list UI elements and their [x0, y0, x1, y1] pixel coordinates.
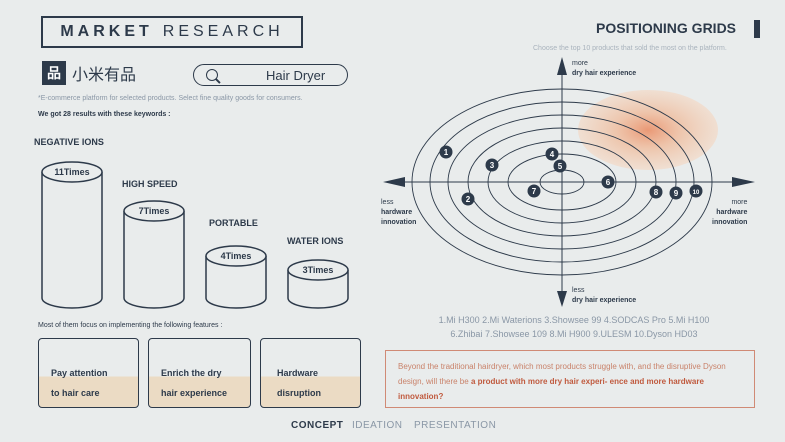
feature-card-hair-care: Pay attention to hair care	[38, 338, 139, 408]
cylinder-portable	[205, 245, 267, 309]
count-high-speed: 7Times	[138, 206, 170, 216]
product-point-2: 2	[461, 192, 475, 206]
svg-text:8: 8	[654, 188, 659, 197]
svg-text:4: 4	[550, 150, 555, 159]
y-axis-bottom-label: less dry hair experience	[572, 286, 636, 306]
product-point-10: 10	[689, 184, 703, 198]
market-research-title: MARKET RESEARCH	[41, 16, 303, 48]
keyword-cylinder-chart	[41, 161, 349, 309]
cylinder-water-ions	[287, 259, 349, 309]
x-left-line1: less	[381, 199, 394, 206]
highlight-zone	[578, 90, 718, 170]
search-icon[interactable]	[206, 69, 218, 81]
x-left-line3: innovation	[381, 219, 417, 226]
y-axis-top-label: more dry hair experience	[572, 59, 636, 79]
positioning-title: POSITIONING GRIDS	[596, 20, 737, 36]
legend-line-2: 6.Zhibai 7.Showsee 109 8.Mi H900 9.ULESM…	[450, 329, 698, 339]
x-right-line1: more	[731, 199, 748, 206]
product-legend: 1.Mi H300 2.Mi Waterions 3.Showsee 99 4.…	[424, 313, 724, 341]
grid-axes	[385, 67, 742, 303]
keyword-high-speed: HIGH SPEED	[122, 179, 178, 189]
product-point-5: 5	[553, 159, 567, 173]
x-axis-left-label: less hardware innovation	[381, 198, 416, 228]
product-point-6: 6	[601, 175, 615, 189]
y-bottom-line2: dry hair experience	[572, 297, 637, 304]
keyword-water-ions: WATER IONS	[287, 236, 344, 246]
y-top-line2: dry hair experience	[572, 70, 637, 77]
product-point-8: 8	[649, 185, 663, 199]
svg-text:1: 1	[444, 148, 449, 157]
brand-name: 小米有品	[72, 67, 137, 84]
feature-1-line1: Pay attention	[51, 368, 108, 378]
cylinder-high-speed	[123, 200, 185, 309]
legend-line-1: 1.Mi H300 2.Mi Waterions 3.Showsee 99 4.…	[438, 315, 710, 325]
y-bottom-line1: less	[572, 287, 585, 294]
count-portable: 4Times	[220, 251, 252, 261]
x-axis-right-label: more hardware innovation	[712, 198, 747, 228]
title-bold: MARKET	[60, 23, 153, 40]
svg-text:6: 6	[606, 178, 611, 187]
cylinder-negative-ions	[41, 161, 103, 309]
nav-concept[interactable]: CONCEPT	[291, 420, 344, 431]
features-intro: Most of them focus on implementing the f…	[38, 322, 223, 329]
brand-logo: 品 小米有品	[42, 61, 136, 85]
product-points: 1 2 3 45 6 7 8 9 10	[439, 145, 703, 206]
brand-icon: 品	[42, 61, 66, 85]
product-point-3: 3	[485, 158, 499, 172]
keyword-portable: PORTABLE	[209, 218, 258, 228]
svg-text:10: 10	[693, 190, 700, 196]
feature-2-line1: Enrich the dry	[161, 368, 222, 378]
x-right-line3: innovation	[712, 219, 748, 226]
callout-bold: a product with more dry hair experi- enc…	[398, 377, 704, 401]
nav-ideation[interactable]: IDEATION	[352, 420, 403, 431]
feature-1-line2: to hair care	[51, 388, 100, 398]
feature-card-hardware: Hardware disruption	[260, 338, 361, 408]
product-point-4: 4	[545, 147, 559, 161]
search-box[interactable]: Hair Dryer	[193, 64, 348, 86]
positioning-subtitle: Choose the top 10 products that sold the…	[533, 45, 727, 52]
svg-text:5: 5	[558, 162, 563, 171]
title-accent-bar	[754, 20, 760, 38]
callout-text: Beyond the traditional hairdryer, which …	[398, 362, 726, 386]
tagline: *E-commerce platform for selected produc…	[38, 95, 303, 102]
results-text: We got 28 results with these keywords :	[38, 111, 171, 118]
x-right-line2: hardware	[716, 209, 748, 216]
svg-text:2: 2	[466, 195, 471, 204]
keyword-negative-ions: NEGATIVE IONS	[34, 137, 104, 147]
count-negative-ions: 11Times	[54, 167, 90, 177]
search-query: Hair Dryer	[266, 67, 326, 83]
feature-3-line2: disruption	[277, 388, 321, 398]
feature-card-dry-hair: Enrich the dry hair experience	[148, 338, 251, 408]
count-water-ions: 3Times	[302, 265, 334, 275]
y-top-line1: more	[572, 60, 588, 67]
title-rest: RESEARCH	[162, 23, 284, 40]
product-point-1: 1	[439, 145, 453, 159]
x-left-line2: hardware	[381, 209, 413, 216]
product-point-9: 9	[669, 186, 683, 200]
feature-2-line2: hair experience	[161, 388, 228, 398]
svg-text:9: 9	[674, 189, 679, 198]
feature-3-line1: Hardware	[277, 368, 319, 378]
nav-presentation[interactable]: PRESENTATION	[414, 420, 497, 431]
axis-arrows	[383, 57, 755, 307]
insight-callout: Beyond the traditional hairdryer, which …	[385, 350, 755, 408]
positioning-grid: 1 2 3 45 6 7 8 9 10	[383, 57, 755, 307]
svg-text:7: 7	[532, 187, 537, 196]
svg-text:3: 3	[490, 161, 495, 170]
product-point-7: 7	[527, 184, 541, 198]
